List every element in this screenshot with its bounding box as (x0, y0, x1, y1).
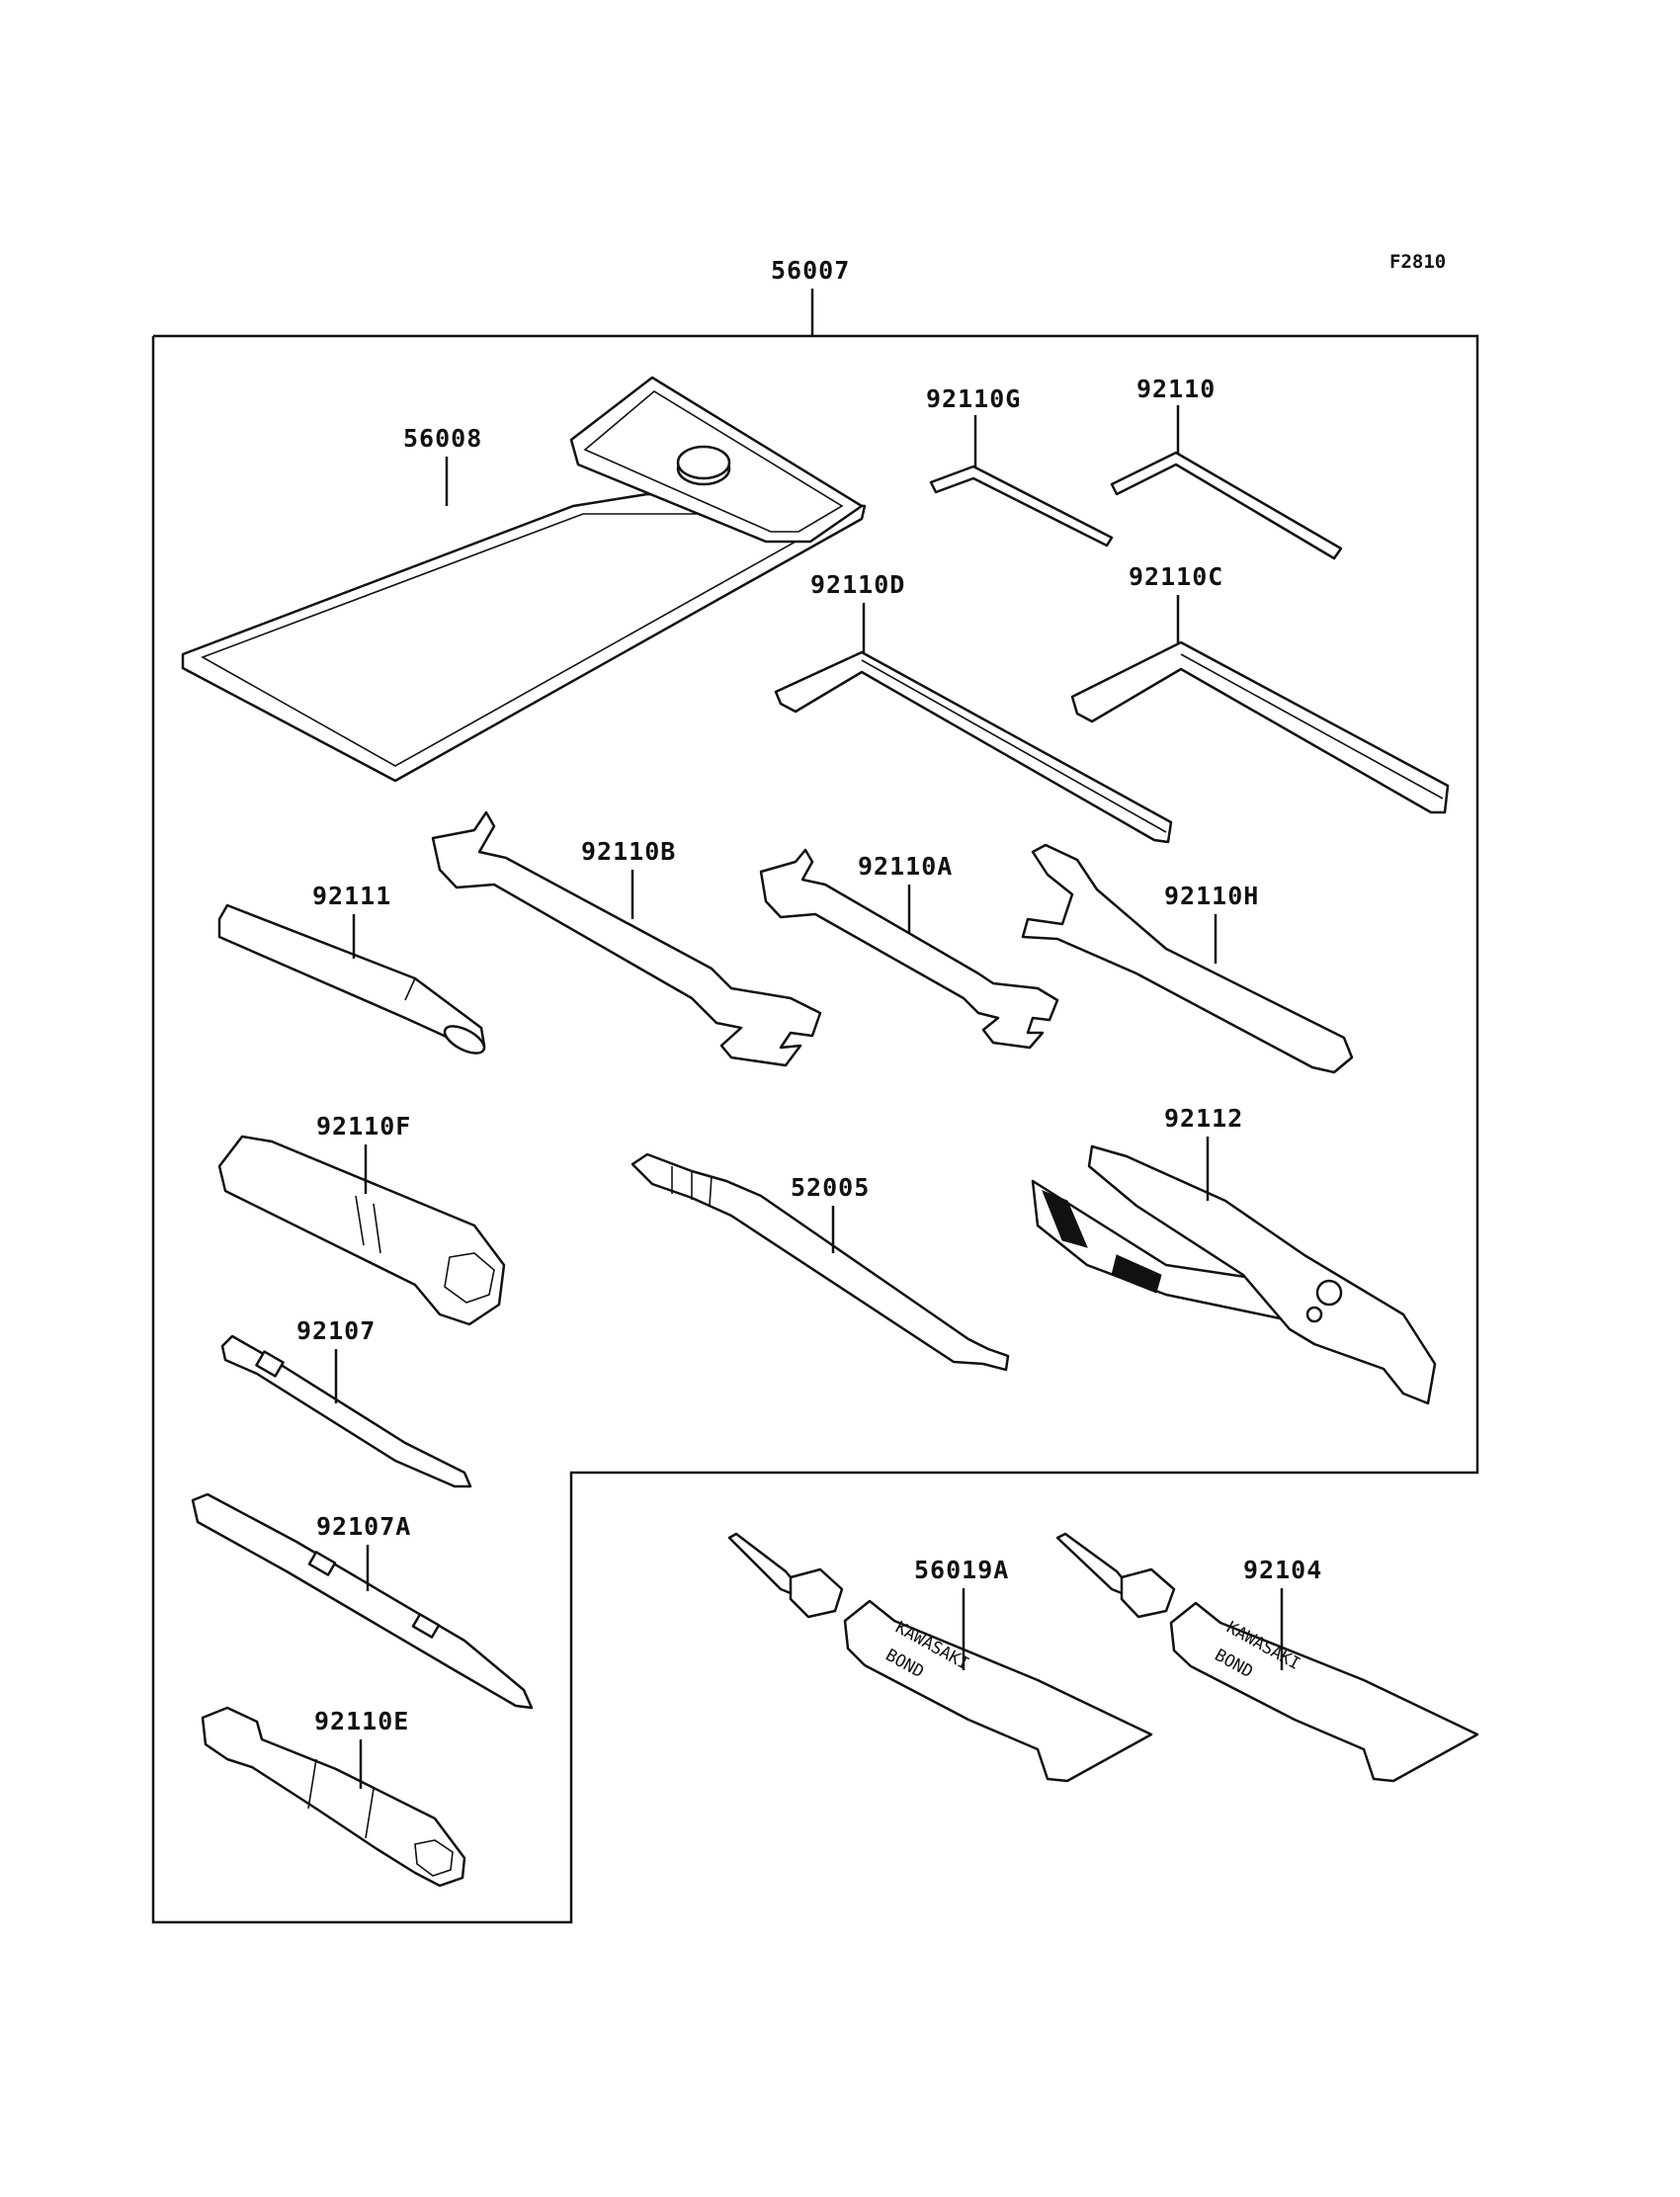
label-92111: 92111 (312, 882, 391, 910)
label-92110E: 92110E (314, 1707, 409, 1735)
label-92110H: 92110H (1164, 882, 1259, 910)
label-92110A: 92110A (858, 852, 953, 881)
part-56019A-bond-tube[interactable]: KAWASAKI BOND 56019A (727, 1532, 1153, 1783)
part-92111-extension[interactable]: 92111 (217, 882, 488, 1058)
label-92107: 92107 (296, 1316, 376, 1345)
part-92110-hex-key[interactable]: 92110 (1110, 375, 1343, 560)
part-92104-bond-tube[interactable]: KAWASAKI BOND 92104 (1055, 1532, 1479, 1783)
part-92110B-wrench[interactable]: 92110B (431, 810, 822, 1067)
label-92110G: 92110G (926, 384, 1021, 413)
part-92110F-box-wrench[interactable]: 92110F (217, 1112, 506, 1326)
label-92110: 92110 (1136, 375, 1216, 403)
label-92112: 92112 (1164, 1104, 1243, 1133)
part-56008-tool-bag[interactable]: 56008 (181, 376, 867, 783)
part-92110E-box-wrench[interactable]: 92110E (201, 1706, 466, 1888)
label-92110D: 92110D (810, 570, 905, 599)
label-92110B: 92110B (581, 837, 676, 866)
part-92110G-hex-key[interactable]: 92110G (926, 384, 1114, 548)
part-52005-pressure-gauge[interactable]: 52005 (630, 1152, 1010, 1372)
assembly-boundary (151, 334, 1479, 1924)
label-92107A: 92107A (316, 1512, 411, 1541)
assembly-label: 56007 (771, 256, 850, 285)
label-56008: 56008 (403, 424, 482, 453)
part-92107A-screwdriver[interactable]: 92107A (191, 1492, 534, 1710)
part-92110C-hex-key[interactable]: 92110C (1070, 562, 1450, 814)
part-92107-screwdriver[interactable]: 92107 (220, 1316, 472, 1488)
part-92112-pliers[interactable]: 92112 (1031, 1104, 1437, 1405)
part-92110H-spanner[interactable]: 92110H (1021, 843, 1354, 1074)
label-56019A: 56019A (914, 1556, 1009, 1584)
figure-code: F2810 (1389, 251, 1446, 273)
assembly-56007: 56007 (151, 256, 1479, 1924)
label-92104: 92104 (1243, 1556, 1322, 1584)
label-92110C: 92110C (1129, 562, 1223, 591)
label-92110F: 92110F (316, 1112, 411, 1141)
label-52005: 52005 (791, 1173, 870, 1202)
part-92110D-hex-key[interactable]: 92110D (774, 570, 1173, 844)
part-92110A-wrench[interactable]: 92110A (759, 848, 1059, 1050)
